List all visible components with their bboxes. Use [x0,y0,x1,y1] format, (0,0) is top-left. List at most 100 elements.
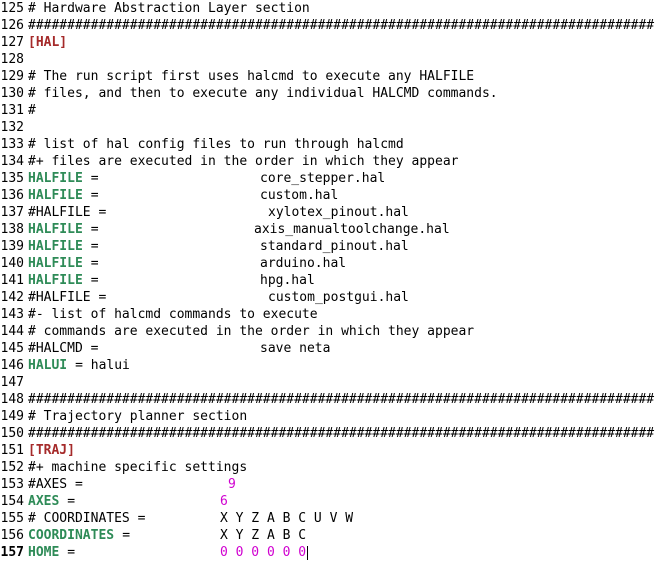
config-key: AXES [28,494,60,509]
config-key: HALFILE [28,239,83,254]
line-number: 151 [0,443,24,458]
line-number: 148 [0,392,24,407]
config-value: hpg.hal [260,273,315,288]
numeric-value: 0 0 0 0 0 0 [220,545,307,560]
code-line[interactable]: 134#+ files are executed in the order in… [0,153,670,170]
config-key: HALFILE [28,273,83,288]
equals-sign: = [67,545,76,560]
code-line[interactable]: 149# Trajectory planner section [0,408,670,425]
code-line[interactable]: 148 #####################################… [0,391,670,408]
config-value: save neta [260,341,331,356]
config-key: HOME [28,545,60,560]
code-line[interactable]: 153#AXES =9 [0,476,670,493]
equals-sign: = [90,273,99,288]
code-line[interactable]: 141 HALFILE = hpg.hal [0,272,670,289]
code-line[interactable]: 129# The run script first uses halcmd to… [0,68,670,85]
code-line[interactable]: 133# list of hal config files to run thr… [0,136,670,153]
code-line[interactable]: 131 # [0,102,670,119]
code-line[interactable]: 139 HALFILE = standard_pinout.hal [0,238,670,255]
comment-text: # [28,103,36,118]
line-number: 139 [0,239,24,254]
comment-text: # files, and then to execute any individ… [28,86,498,101]
config-key: HALFILE [28,171,83,186]
numeric-value: 6 [220,494,228,509]
code-line[interactable]: 150 #####################################… [0,425,670,442]
code-line[interactable]: 155 # COORDINATES = X Y Z A B C U V W [0,510,670,527]
config-value: arduino.hal [260,256,347,271]
code-line[interactable]: 151 [TRAJ] [0,442,670,459]
line-number: 125 [0,1,24,16]
equals-sign: = [90,239,99,254]
line-number: 137 [0,205,24,220]
code-line[interactable]: 130 # files, and then to execute any indi… [0,85,670,102]
code-line[interactable]: 137#HALFILE =xylotex_pinout.hal [0,204,670,221]
line-number: 132 [0,120,24,135]
line-number: 129 [0,69,24,84]
comment-text: #+ files are executed in the order in wh… [28,154,459,169]
config-value: custom_postgui.hal [268,290,409,305]
comment-text: #+ machine specific settings [28,460,248,475]
line-number: 127 [0,35,24,50]
equals-sign: = [90,222,99,237]
line-number: 128 [0,52,24,67]
comment-text: # list of hal config files to run throug… [28,137,404,152]
code-line[interactable]: 132 [0,119,670,136]
config-value: X Y Z A B C [220,528,307,543]
line-number: 152 [0,460,24,475]
comment-text: #HALFILE = [28,205,107,220]
numeric-value: 9 [228,477,236,492]
section-header: [TRAJ] [28,443,75,458]
line-number: 149 [0,409,24,424]
config-key: HALFILE [28,256,83,271]
config-value: standard_pinout.hal [260,239,409,254]
config-key: HALFILE [28,188,83,203]
comment-text: ########################################… [28,392,655,407]
code-line[interactable]: 142#HALFILE =custom_postgui.hal [0,289,670,306]
comment-text: # Hardware Abstraction Layer section [28,1,310,16]
code-line[interactable]: 140 HALFILE = arduino.hal [0,255,670,272]
line-number: 141 [0,273,24,288]
line-number: 135 [0,171,24,186]
code-line[interactable]: 127 [HAL] [0,34,670,51]
config-value: core_stepper.hal [260,171,386,186]
equals-sign: = [90,188,99,203]
line-number: 147 [0,375,24,390]
equals-sign: = [67,494,76,509]
line-number: 130 [0,86,24,101]
code-line[interactable]: 154 AXES = 6 [0,493,670,510]
section-header: [HAL] [28,35,68,50]
line-number: 150 [0,426,24,441]
equals-sign: = [90,256,99,271]
config-key: COORDINATES [28,528,115,543]
config-value: X Y Z A B C U V W [220,511,354,526]
code-line[interactable]: 126#####################################… [0,17,670,34]
code-line[interactable]: 144# commands are executed in the order … [0,323,670,340]
line-number: 131 [0,103,24,118]
comment-text: # COORDINATES = [28,511,146,526]
line-number: 140 [0,256,24,271]
comment-text: ########################################… [28,18,655,33]
code-line[interactable]: 128 [0,51,670,68]
line-number: 146 [0,358,24,373]
line-number: 156 [0,528,24,543]
code-line[interactable]: 147 [0,374,670,391]
code-line[interactable]: 145#HALCMD =save neta [0,340,670,357]
line-number: 153 [0,477,24,492]
line-number: 155 [0,511,24,526]
code-line[interactable]: 125 # Hardware Abstraction Layer section [0,0,670,17]
config-value: custom.hal [260,188,339,203]
line-number: 136 [0,188,24,203]
line-number: 154 [0,494,24,509]
text-cursor [307,546,309,560]
code-line[interactable]: 143#- list of halcmd commands to execute [0,306,670,323]
code-line[interactable]: 152 #+ machine specific settings [0,459,670,476]
code-line[interactable]: 136 HALFILE = custom.hal [0,187,670,204]
comment-text: ########################################… [28,426,655,441]
config-key: HALFILE [28,222,83,237]
